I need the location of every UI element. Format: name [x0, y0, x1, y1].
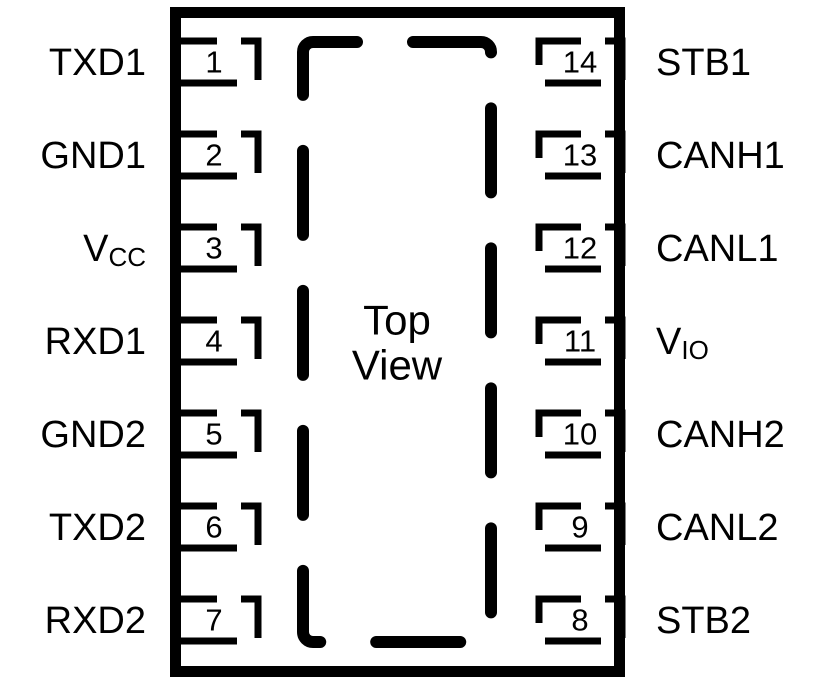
center-label-line-1: Top	[363, 297, 431, 344]
right-label-group: STB1 CANH1 CANL1 VIO CANH2 CANL2 STB2	[656, 42, 785, 642]
pin-pad-14[interactable]: 14	[535, 37, 626, 87]
pin-label-gnd2: GND2	[40, 414, 146, 456]
pin-label-canl2: CANL2	[656, 507, 779, 549]
pin-pad-12[interactable]: 12	[535, 223, 626, 273]
pin-pad-10[interactable]: 10	[535, 409, 626, 459]
pin-label-txd1: TXD1	[49, 42, 146, 84]
pin-label-canh2: CANH2	[656, 414, 785, 456]
pin-number-11: 11	[564, 324, 596, 359]
pin-pad-3[interactable]: 3	[171, 223, 262, 273]
pin-number-3: 3	[205, 231, 222, 266]
pin-number-14: 14	[563, 45, 597, 80]
pin-number-10: 10	[563, 417, 597, 452]
left-label-group: TXD1 GND1 VCC RXD1 GND2 TXD2 RXD2	[40, 42, 146, 642]
pin-number-2: 2	[205, 138, 222, 173]
pin-pad-8[interactable]: 8	[535, 595, 626, 645]
pin-number-6: 6	[205, 510, 222, 545]
pin-number-1: 1	[205, 45, 222, 80]
thermal-pad-outline	[297, 36, 497, 648]
pin-number-4: 4	[205, 324, 222, 359]
pin-pad-11[interactable]: 11	[535, 316, 626, 366]
pin-label-canh1: CANH1	[656, 135, 785, 177]
pin-number-13: 13	[563, 138, 597, 173]
left-pad-group: 1 2 3 4 5	[171, 37, 262, 645]
pin-pad-4[interactable]: 4	[171, 316, 262, 366]
pin-label-stb2: STB2	[656, 600, 751, 642]
pin-number-7: 7	[205, 603, 222, 638]
pin-pad-5[interactable]: 5	[171, 409, 262, 459]
pin-number-5: 5	[205, 417, 222, 452]
center-label-line-2: View	[352, 342, 443, 389]
pin-number-12: 12	[563, 231, 597, 266]
pin-label-canl1: CANL1	[656, 228, 779, 270]
pin-label-vcc: VCC	[83, 228, 146, 272]
pin-pad-6[interactable]: 6	[171, 502, 262, 552]
pin-pad-7[interactable]: 7	[171, 595, 262, 645]
pin-label-gnd1: GND1	[40, 135, 146, 177]
pin-number-8: 8	[571, 603, 588, 638]
pin-label-rxd2: RXD2	[45, 600, 146, 642]
pin-label-stb1: STB1	[656, 42, 751, 84]
pin-pad-1[interactable]: 1	[171, 37, 262, 87]
pin-number-9: 9	[571, 510, 588, 545]
pin-label-vio: VIO	[656, 321, 709, 365]
pin-pad-2[interactable]: 2	[171, 130, 262, 180]
right-pad-group: 14 13 12 11 10	[535, 37, 626, 645]
pin-label-txd2: TXD2	[49, 507, 146, 549]
center-label: Top View	[352, 297, 443, 389]
pin-pad-9[interactable]: 9	[535, 502, 626, 552]
pin-pad-13[interactable]: 13	[535, 130, 626, 180]
pin-label-rxd1: RXD1	[45, 321, 146, 363]
